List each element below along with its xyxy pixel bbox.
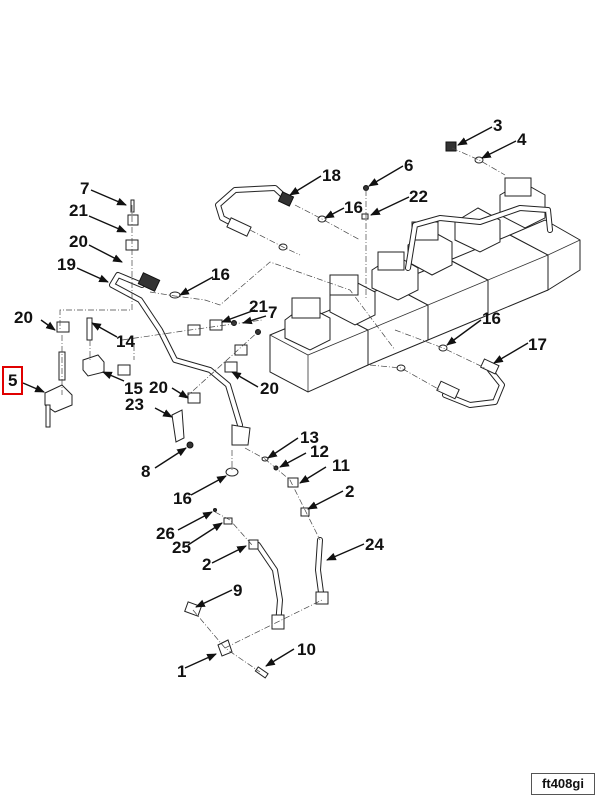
callout-2: 2 bbox=[202, 555, 212, 574]
callout-9: 9 bbox=[233, 581, 243, 600]
callout-1: 1 bbox=[177, 662, 187, 681]
callout-7: 7 bbox=[268, 303, 278, 322]
callout-16: 16 bbox=[211, 265, 230, 284]
manifold-block bbox=[269, 297, 369, 393]
callout-17: 17 bbox=[528, 335, 547, 354]
callout-6: 6 bbox=[404, 156, 414, 175]
manifold-block-assembly bbox=[269, 177, 581, 393]
callout-21: 21 bbox=[249, 297, 268, 316]
callout-21: 21 bbox=[69, 201, 88, 220]
callout-19: 19 bbox=[57, 255, 76, 274]
callout-12: 12 bbox=[310, 442, 329, 461]
manifold-block bbox=[328, 274, 429, 366]
callout-23: 23 bbox=[125, 395, 144, 414]
callout-4: 4 bbox=[517, 130, 527, 149]
callout-15: 15 bbox=[124, 379, 143, 398]
callout-14: 14 bbox=[116, 332, 135, 351]
callout-16: 16 bbox=[482, 309, 501, 328]
fittings bbox=[169, 141, 484, 679]
callout-5-highlighted[interactable]: 5 bbox=[1, 366, 24, 395]
leader-arrows bbox=[22, 126, 529, 669]
callout-22: 22 bbox=[409, 187, 428, 206]
callout-24: 24 bbox=[365, 535, 384, 554]
fuel-tube-19 bbox=[109, 272, 251, 446]
callout-7: 7 bbox=[80, 179, 90, 198]
callout-13: 13 bbox=[300, 428, 319, 447]
callout-18: 18 bbox=[322, 166, 341, 185]
callout-20: 20 bbox=[260, 379, 279, 398]
callout-11: 11 bbox=[332, 456, 350, 475]
o-ring bbox=[169, 291, 181, 299]
callout-20: 20 bbox=[69, 232, 88, 251]
centerlines bbox=[59, 147, 506, 673]
callout-2: 2 bbox=[345, 482, 355, 501]
manifold-block bbox=[371, 251, 489, 341]
callout-26: 26 bbox=[156, 524, 175, 543]
callout-16: 16 bbox=[173, 489, 192, 508]
callout-20: 20 bbox=[149, 378, 168, 397]
callout-10: 10 bbox=[297, 640, 316, 659]
fuel-tube-18 bbox=[215, 185, 295, 237]
fuel-tube-lower bbox=[255, 537, 329, 630]
figure-id-label: ft408gi bbox=[531, 773, 595, 795]
fuel-tube-17 bbox=[436, 358, 505, 408]
callout-16: 16 bbox=[344, 198, 363, 217]
callout-25: 25 bbox=[172, 538, 191, 557]
callout-3: 3 bbox=[493, 116, 503, 135]
callout-20: 20 bbox=[14, 308, 33, 327]
callout-8: 8 bbox=[141, 462, 151, 481]
